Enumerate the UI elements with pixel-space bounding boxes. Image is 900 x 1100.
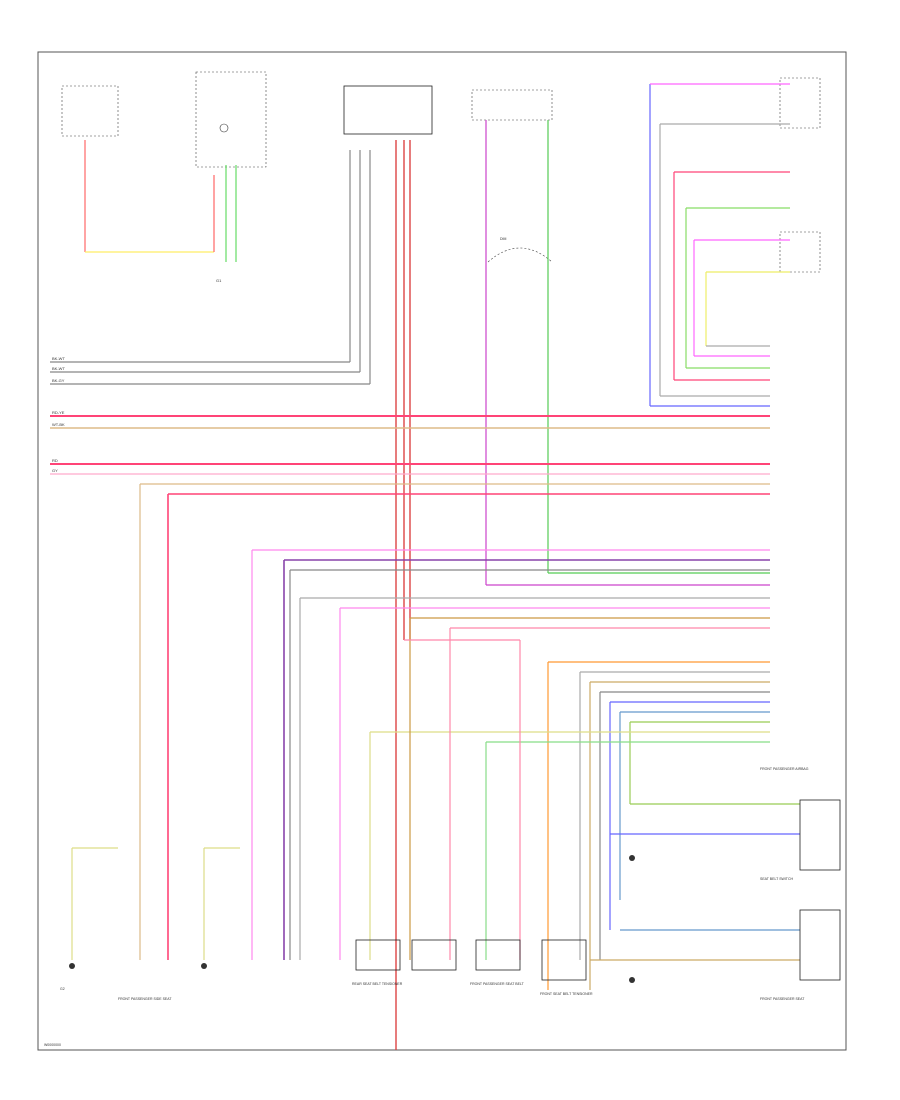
label-left-wire-1: BK-WT	[52, 356, 65, 361]
label-ground-1: G1	[216, 278, 222, 283]
label-dim: DIM	[500, 237, 507, 241]
component-box-4	[471, 89, 553, 121]
label-left-wire-6: RD	[52, 458, 58, 463]
label-left-wire-7: GY	[52, 468, 58, 473]
label-right-2: SEAT BELT SWITCH	[760, 877, 793, 881]
label-left-wire-2: BK-WT	[52, 366, 65, 371]
top-vertical-wires	[84, 120, 549, 1050]
component-box-3	[343, 85, 433, 135]
component-box-6	[779, 231, 821, 273]
footer-code: W0000000	[44, 1043, 61, 1047]
label-right-1: FRONT PASSENGER AIRBAG	[760, 767, 809, 771]
diagram-frame	[37, 51, 847, 1051]
top-components	[61, 71, 821, 273]
component-box-11	[799, 799, 841, 871]
label-bottom-3: FRONT PASSENGER SEAT BELT	[470, 982, 525, 986]
lower-vertical-wires	[71, 484, 521, 960]
component-box-1	[61, 85, 119, 137]
label-left-wire-3: BK-GY	[52, 378, 65, 383]
label-ground-2: G2	[60, 987, 65, 991]
component-box-10	[541, 939, 587, 981]
label-bottom-4: FRONT SEAT BELT TENSIONER	[540, 992, 593, 996]
component-box-12	[799, 909, 841, 981]
right-connector-wires	[649, 83, 790, 407]
component-box-5	[779, 77, 821, 129]
label-bottom-2: REAR SEAT BELT TENSIONER	[352, 982, 403, 986]
lower-right-bundle	[370, 661, 800, 990]
label-right-3: FRONT PASSENGER SEAT	[760, 997, 805, 1001]
component-box-9	[475, 939, 521, 971]
bottom-components	[69, 799, 841, 983]
component-box-2	[195, 71, 267, 168]
component-box-7	[355, 939, 401, 971]
horizontal-wires	[50, 361, 770, 629]
component-box-8	[411, 939, 457, 971]
label-left-wire-4: RD-YE	[52, 410, 65, 415]
label-bottom-1: FRONT PASSENGER SIDE SEAT	[118, 997, 172, 1001]
label-left-wire-5: WT-BK	[52, 422, 65, 427]
